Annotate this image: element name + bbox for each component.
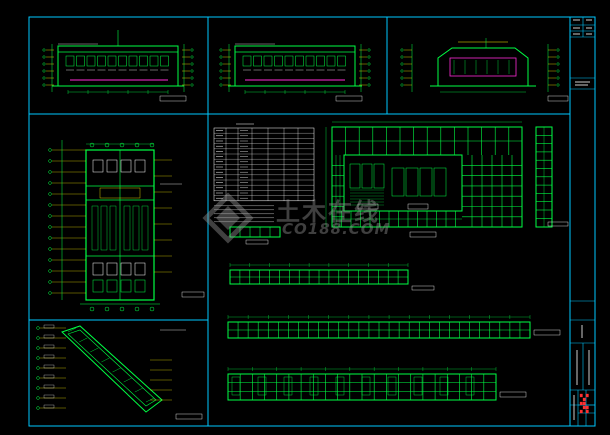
window-elevation-narrow: [535, 126, 569, 228]
floor-plan: [48, 140, 205, 312]
elevation-drawing-1: [42, 30, 194, 102]
watermark-url: CO188.COM: [282, 220, 391, 238]
watermark: 土木在线 CO188.COM: [206, 192, 426, 252]
watermark-chinese-text: 土木在线: [276, 198, 380, 226]
section-drawing-top-right: [400, 38, 569, 102]
door-window-schedule-table: [213, 123, 315, 222]
strip-elevation-1: [229, 263, 435, 291]
title-block-column: [569, 16, 596, 427]
strip-elevation-2: [227, 315, 561, 339]
window-elevation-small: [229, 226, 281, 245]
title-block-text-marks: [573, 19, 592, 420]
watermark-logo-icon: [202, 192, 254, 244]
rotated-plan-detail: [36, 324, 203, 420]
elevation-drawing-2: [219, 43, 371, 102]
sheet-frame: [28, 16, 596, 427]
red-seal-stamp-icon: [579, 393, 589, 414]
window-elevation-large: [325, 121, 523, 238]
strip-elevation-3: [227, 367, 527, 401]
